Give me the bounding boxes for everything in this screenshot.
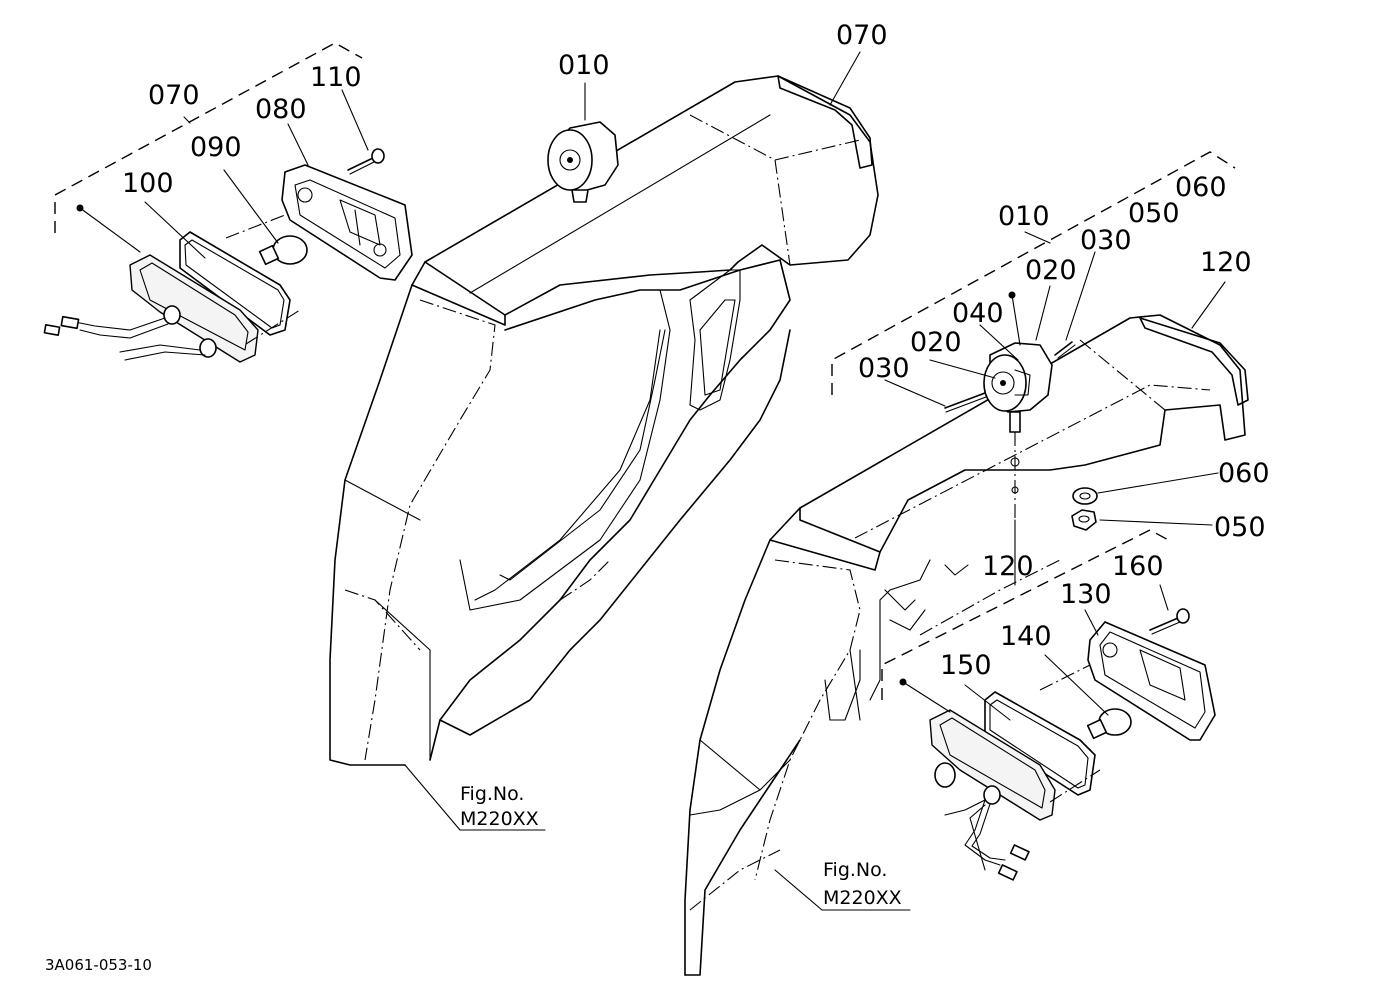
fig-label-left: Fig.No. bbox=[460, 783, 524, 805]
label-right-150: 150 bbox=[940, 650, 992, 681]
left-cab-body bbox=[329, 75, 879, 766]
label-right-140: 140 bbox=[1000, 621, 1052, 652]
label-right-130: 130 bbox=[1060, 579, 1112, 610]
label-top-010: 010 bbox=[558, 50, 610, 81]
top-work-lamp bbox=[547, 121, 619, 203]
label-left-080: 080 bbox=[255, 94, 307, 125]
label-right-030: 030 bbox=[858, 353, 910, 384]
label-right-120-top: 120 bbox=[1200, 247, 1252, 278]
label-left-110: 110 bbox=[310, 62, 362, 93]
label-left-100: 100 bbox=[122, 168, 174, 199]
label-right-040: 040 bbox=[952, 298, 1004, 329]
figure-refs: Fig.No. M220XX Fig.No. M220XX bbox=[460, 783, 902, 909]
label-right-010: 010 bbox=[998, 201, 1050, 232]
fig-label-right: Fig.No. bbox=[823, 859, 887, 881]
right-work-lamp-assembly bbox=[831, 151, 1236, 531]
label-right-060: 060 bbox=[1218, 458, 1270, 489]
label-top-070: 070 bbox=[836, 20, 888, 51]
label-left-070: 070 bbox=[148, 80, 200, 111]
label-right-120-mid: 120 bbox=[982, 551, 1034, 582]
fig-code-right: M220XX bbox=[823, 887, 902, 909]
leader-lines bbox=[79, 51, 1226, 911]
label-right-050-top: 050 bbox=[1128, 198, 1180, 229]
label-left-090: 090 bbox=[190, 132, 242, 163]
label-right-160: 160 bbox=[1112, 551, 1164, 582]
label-right-030-top: 030 bbox=[1080, 225, 1132, 256]
document-code: 3A061-053-10 bbox=[45, 956, 152, 974]
label-right-060-top: 060 bbox=[1175, 172, 1227, 203]
part-labels: 070 110 080 090 100 010 070 010 060 050 … bbox=[122, 20, 1270, 681]
label-right-050: 050 bbox=[1214, 512, 1266, 543]
left-tail-lamp-assembly bbox=[43, 42, 413, 363]
right-cab-body bbox=[684, 314, 1249, 976]
right-tail-lamp-assembly bbox=[881, 529, 1216, 881]
label-right-020-top: 020 bbox=[1025, 255, 1077, 286]
fig-code-left: M220XX bbox=[460, 808, 539, 830]
label-right-020: 020 bbox=[910, 327, 962, 358]
